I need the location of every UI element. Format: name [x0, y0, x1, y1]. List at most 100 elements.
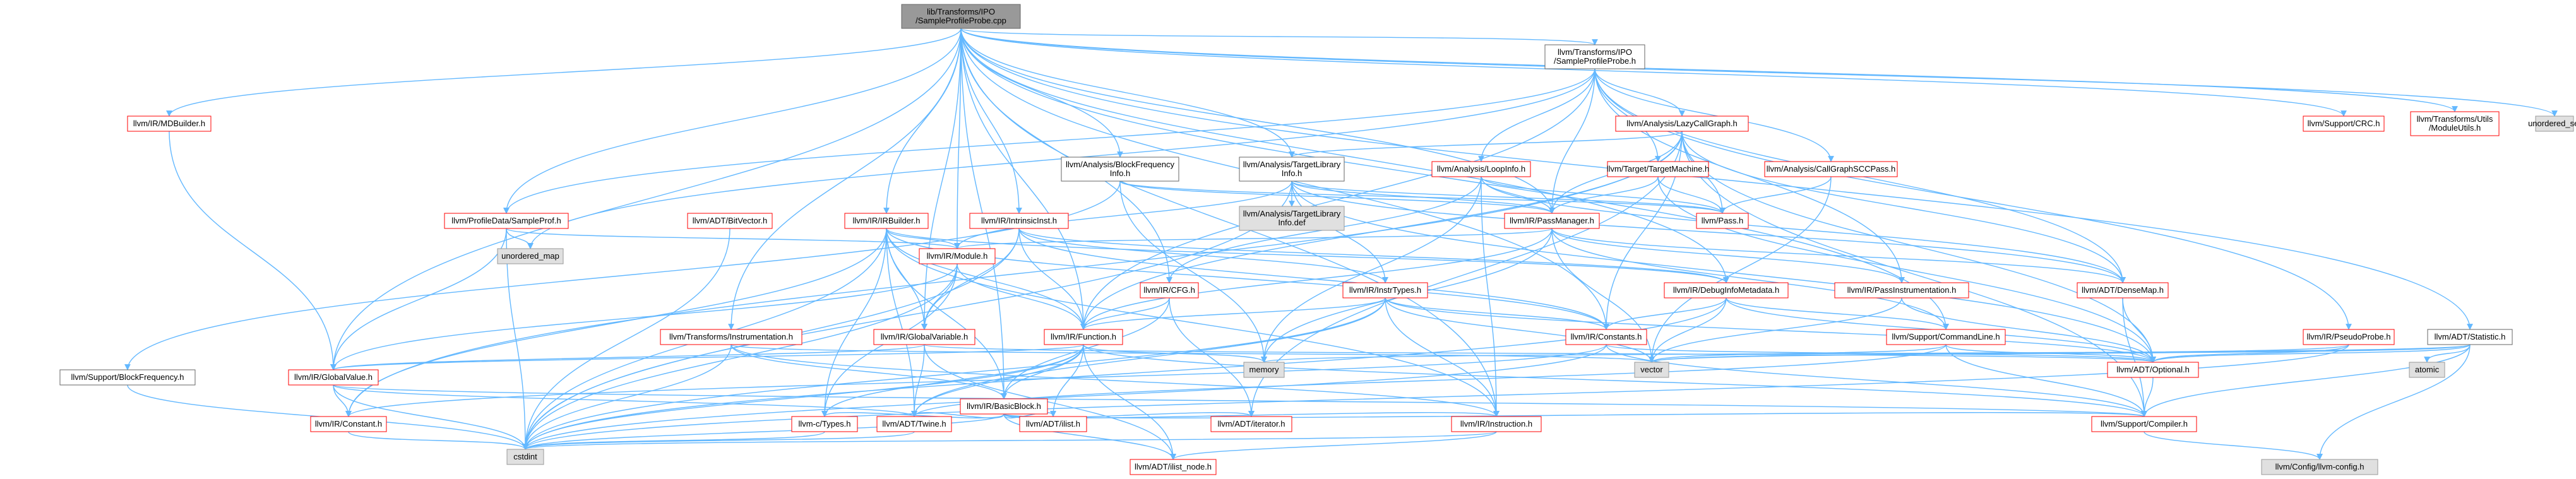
graph-node-basicblock[interactable]: llvm/IR/BasicBlock.h — [960, 398, 1048, 415]
graph-node-statistic[interactable]: llvm/ADT/Statistic.h — [2427, 329, 2513, 345]
dependency-edge — [886, 228, 1087, 330]
dependency-edge — [911, 411, 1005, 418]
graph-node-sppH[interactable]: llvm/Transforms/IPO/SampleProfileProbe.h — [1544, 44, 1645, 69]
graph-node-iterator[interactable]: llvm/ADT/iterator.h — [1210, 416, 1292, 432]
dependency-edge — [960, 28, 2558, 117]
dependency-edge — [345, 344, 1607, 417]
graph-node-constants[interactable]: llvm/IR/Constants.h — [1565, 329, 1647, 345]
graph-node-targetmachine[interactable]: llvm/Target/TargetMachine.h — [1607, 161, 1710, 177]
dependency-edge — [503, 28, 962, 214]
node-label: llvm/IR/MDBuilder.h — [133, 119, 205, 128]
dependency-edge — [1083, 344, 1267, 363]
dependency-edge — [522, 344, 732, 450]
dependency-edge — [1291, 180, 2126, 283]
dependency-edge — [1385, 297, 1500, 417]
dependency-edge — [1119, 180, 1267, 363]
dependency-edge — [330, 28, 962, 370]
graph-node-intrinsicinst[interactable]: llvm/IR/IntrinsicInst.h — [969, 213, 1069, 229]
graph-node-unordered_set: unordered_set — [2528, 115, 2576, 132]
node-label: llvm/IR/GlobalVariable.h — [881, 332, 968, 341]
dependency-edge — [954, 28, 962, 249]
node-label: llvm/IR/IntrinsicInst.h — [981, 216, 1057, 225]
dependency-edge — [1003, 411, 1056, 418]
graph-node-function[interactable]: llvm/IR/Function.h — [1044, 329, 1123, 345]
dependency-edge — [1551, 228, 2126, 283]
dependency-edge — [2144, 431, 2323, 460]
dependency-edge — [911, 344, 925, 417]
dependency-edge — [960, 28, 1022, 214]
graph-node-irbuilder[interactable]: llvm/IR/IRBuilder.h — [844, 213, 929, 229]
node-label: llvm/IR/Constant.h — [315, 419, 382, 429]
dependency-edge — [2317, 344, 2471, 460]
graph-node-cfg[interactable]: llvm/IR/CFG.h — [1140, 282, 1199, 299]
dependency-edge — [1385, 297, 1655, 363]
graph-node-passinstr[interactable]: llvm/IR/PassInstrumentation.h — [1834, 282, 1969, 299]
node-label: Info.h — [1282, 169, 1303, 178]
graph-node-cgscc[interactable]: llvm/Analysis/CallGraphSCCPass.h — [1764, 161, 1898, 177]
graph-node-constant[interactable]: llvm/IR/Constant.h — [310, 416, 387, 432]
graph-node-loopinfo[interactable]: llvm/Analysis/LoopInfo.h — [1431, 161, 1531, 177]
dependency-edge — [1385, 297, 2156, 363]
dependency-edge — [1119, 180, 1555, 214]
dependency-edge — [522, 431, 1497, 450]
graph-node-root[interactable]: lib/Transforms/IPO/SampleProfileProbe.cp… — [901, 4, 1021, 29]
dependency-edge — [522, 431, 825, 450]
dependency-edge — [1169, 297, 1255, 417]
node-box — [2409, 362, 2445, 378]
node-box — [969, 213, 1069, 229]
graph-node-commandline[interactable]: llvm/Support/CommandLine.h — [1886, 329, 2006, 345]
graph-node-module[interactable]: llvm/IR/Module.h — [919, 248, 996, 264]
node-box — [2427, 329, 2513, 345]
graph-node-passmanager[interactable]: llvm/IR/PassManager.h — [1504, 213, 1600, 229]
graph-node-densemap[interactable]: llvm/ADT/DenseMap.h — [2077, 282, 2169, 299]
graph-node-instrtypes[interactable]: llvm/IR/InstrTypes.h — [1342, 282, 1428, 299]
dependency-edge — [1385, 297, 1609, 330]
dependency-edge — [960, 28, 1949, 330]
graph-node-transinstr[interactable]: llvm/Transforms/Instrumentation.h — [660, 329, 802, 345]
graph-node-ctypes[interactable]: llvm-c/Types.h — [791, 416, 858, 432]
graph-node-mdbuilder[interactable]: llvm/IR/MDBuilder.h — [127, 115, 212, 132]
node-label: llvm/ADT/Statistic.h — [2435, 332, 2506, 341]
node-box — [791, 416, 858, 432]
dependency-edge — [1080, 297, 1170, 330]
node-box — [1451, 416, 1542, 432]
node-box — [1239, 157, 1345, 182]
dependency-edge — [166, 28, 962, 117]
node-label: llvm/Transforms/IPO — [1558, 47, 1632, 57]
node-label: Info.h — [1110, 169, 1131, 178]
dependency-edge — [921, 263, 958, 330]
graph-node-debuginfometa[interactable]: llvm/IR/DebugInfoMetadata.h — [1664, 282, 1789, 299]
graph-node-crc[interactable]: llvm/Support/CRC.h — [2303, 115, 2385, 132]
graph-node-blockfreq[interactable]: llvm/Support/BlockFrequency.h — [59, 369, 196, 386]
dependency-edge — [1594, 68, 1661, 162]
graph-node-globalvariable[interactable]: llvm/IR/GlobalVariable.h — [873, 329, 975, 345]
dependency-edge — [1551, 228, 1905, 283]
graph-node-optional[interactable]: llvm/ADT/Optional.h — [2107, 362, 2199, 378]
graph-node-samplepro[interactable]: llvm/ProfileData/SampleProf.h — [444, 213, 569, 229]
node-box — [1019, 416, 1087, 432]
node-box — [1834, 282, 1969, 299]
node-label: llvm/IR/PseudoProbe.h — [2307, 332, 2391, 341]
graph-node-twine[interactable]: llvm/ADT/Twine.h — [876, 416, 952, 432]
graph-node-pass[interactable]: llvm/Pass.h — [1696, 213, 1749, 229]
dependency-edge — [886, 228, 1500, 417]
graph-node-moduleutils[interactable]: llvm/Transforms/Utils/ModuleUtils.h — [2410, 111, 2500, 136]
node-box — [1130, 459, 1217, 475]
dependency-edge — [911, 297, 1386, 417]
node-box — [127, 115, 212, 132]
graph-node-globalvalue[interactable]: llvm/IR/GlobalValue.h — [288, 369, 379, 386]
dependency-edge — [1080, 228, 1553, 330]
node-label: /ModuleUtils.h — [2429, 123, 2481, 133]
graph-node-lazycg[interactable]: llvm/Analysis/LazyCallGraph.h — [1615, 115, 1749, 132]
graph-node-instruction[interactable]: llvm/IR/Instruction.h — [1451, 416, 1542, 432]
dependency-edge — [522, 297, 1386, 450]
node-box — [687, 213, 773, 229]
dependency-edge — [960, 28, 1295, 158]
graph-node-ilist[interactable]: llvm/ADT/ilist.h — [1019, 416, 1087, 432]
graph-node-compiler[interactable]: llvm/Support/Compiler.h — [2091, 416, 2197, 432]
graph-node-ilistnode[interactable]: llvm/ADT/ilist_node.h — [1130, 459, 1217, 475]
graph-node-pseudoprobe[interactable]: llvm/IR/PseudoProbe.h — [2303, 329, 2395, 345]
graph-node-bitvector[interactable]: llvm/ADT/BitVector.h — [687, 213, 773, 229]
